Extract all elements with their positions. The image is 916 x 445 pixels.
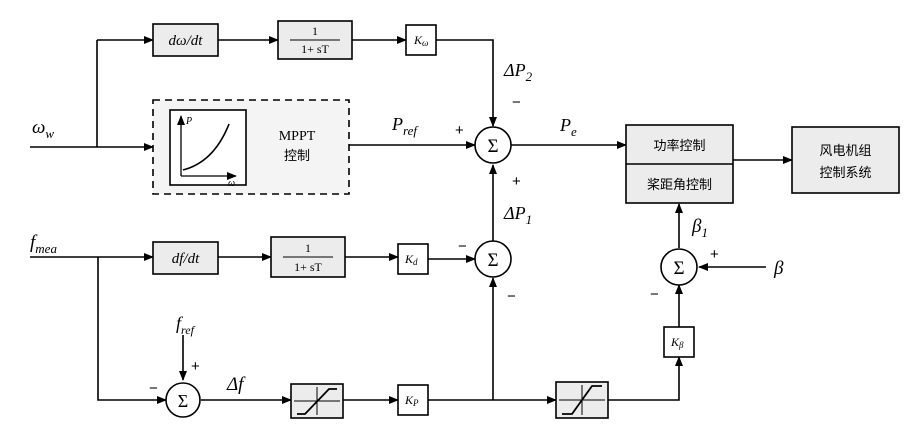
- pitch-control-label: 桨距角控制: [647, 177, 712, 193]
- mppt-axis-omega: ω: [228, 178, 235, 189]
- sign-fref-plus: +: [191, 358, 200, 375]
- domega-dt-label: dω/dt: [169, 33, 204, 49]
- turbine-control-block: [792, 127, 899, 193]
- beta-input-label: β: [773, 258, 784, 279]
- wire-fmea-to-sum3: [98, 257, 166, 400]
- p-ref-label: Pref: [391, 114, 419, 138]
- sum-pitch-symbol: Σ: [673, 258, 684, 279]
- f-ref-label: fref: [176, 313, 196, 337]
- sign-kd-minus: −: [458, 238, 467, 255]
- delta-p2-label: ΔP2: [503, 60, 533, 84]
- lowpass-bottom-numerator: 1: [305, 241, 311, 255]
- sign-beta-plus: +: [710, 246, 719, 263]
- p-e-label: Pe: [559, 115, 577, 139]
- power-control-label: 功率控制: [653, 138, 705, 154]
- sign-dp1-plus: +: [512, 173, 521, 190]
- mppt-subtitle: 控制: [284, 149, 310, 164]
- sum-deviation-symbol: Σ: [178, 391, 188, 411]
- omega-w-label: ωw: [32, 117, 54, 141]
- df-dt-label: df/dt: [172, 251, 200, 267]
- mppt-title: MPPT: [279, 129, 316, 144]
- lowpass-bottom-denominator: 1+ sT: [294, 260, 322, 274]
- sign-pref-plus: +: [455, 122, 464, 139]
- wire-komega-to-sum1: [436, 40, 493, 126]
- sign-fmea-minus: −: [149, 380, 158, 397]
- sum-frequency-symbol: Σ: [487, 250, 498, 271]
- delta-p1-label: ΔP1: [503, 203, 532, 227]
- delta-f-label: Δf: [226, 374, 246, 395]
- sign-kbeta-minus: −: [650, 286, 659, 303]
- sign-dp2-minus: −: [512, 94, 521, 111]
- turbine-label-line2: 控制系统: [819, 166, 871, 181]
- beta1-label: β1: [691, 216, 708, 240]
- sign-kp-minus: −: [507, 288, 516, 305]
- f-mea-label: fmea: [30, 232, 57, 256]
- lowpass-top-numerator: 1: [312, 24, 318, 38]
- turbine-label-line1: 风电机组: [819, 144, 871, 159]
- sum-power-symbol: Σ: [487, 136, 498, 157]
- wire-limiter-to-kbeta: [608, 357, 679, 400]
- mppt-axis-p: P: [185, 116, 192, 127]
- lowpass-top-denominator: 1+ sT: [301, 42, 329, 56]
